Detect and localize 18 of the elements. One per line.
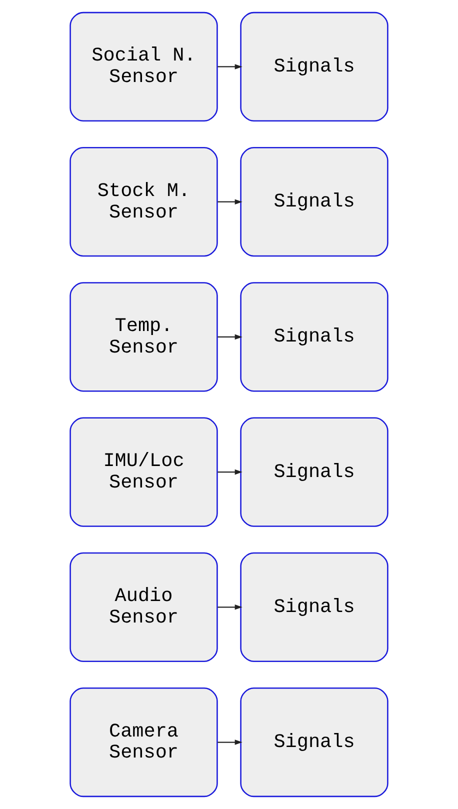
- arrow: [218, 199, 242, 204]
- node-box: Signals: [240, 282, 388, 392]
- node-box: Audio Sensor: [70, 552, 218, 662]
- node-box: Signals: [240, 147, 388, 257]
- node-box: Signals: [240, 688, 388, 798]
- node-box: Signals: [240, 12, 388, 122]
- arrow: [218, 740, 242, 745]
- node-box: IMU/Loc Sensor: [70, 417, 218, 527]
- arrow: [218, 604, 242, 610]
- node-box: Camera Sensor: [70, 688, 218, 798]
- node-box: Signals: [240, 552, 388, 662]
- arrow: [218, 64, 242, 70]
- node-box: Stock M. Sensor: [70, 147, 218, 257]
- arrow: [218, 334, 242, 340]
- node-box: Temp. Sensor: [70, 282, 218, 392]
- node-box: Signals: [240, 417, 388, 527]
- node-box: Social N. Sensor: [70, 12, 218, 122]
- arrow: [218, 469, 242, 475]
